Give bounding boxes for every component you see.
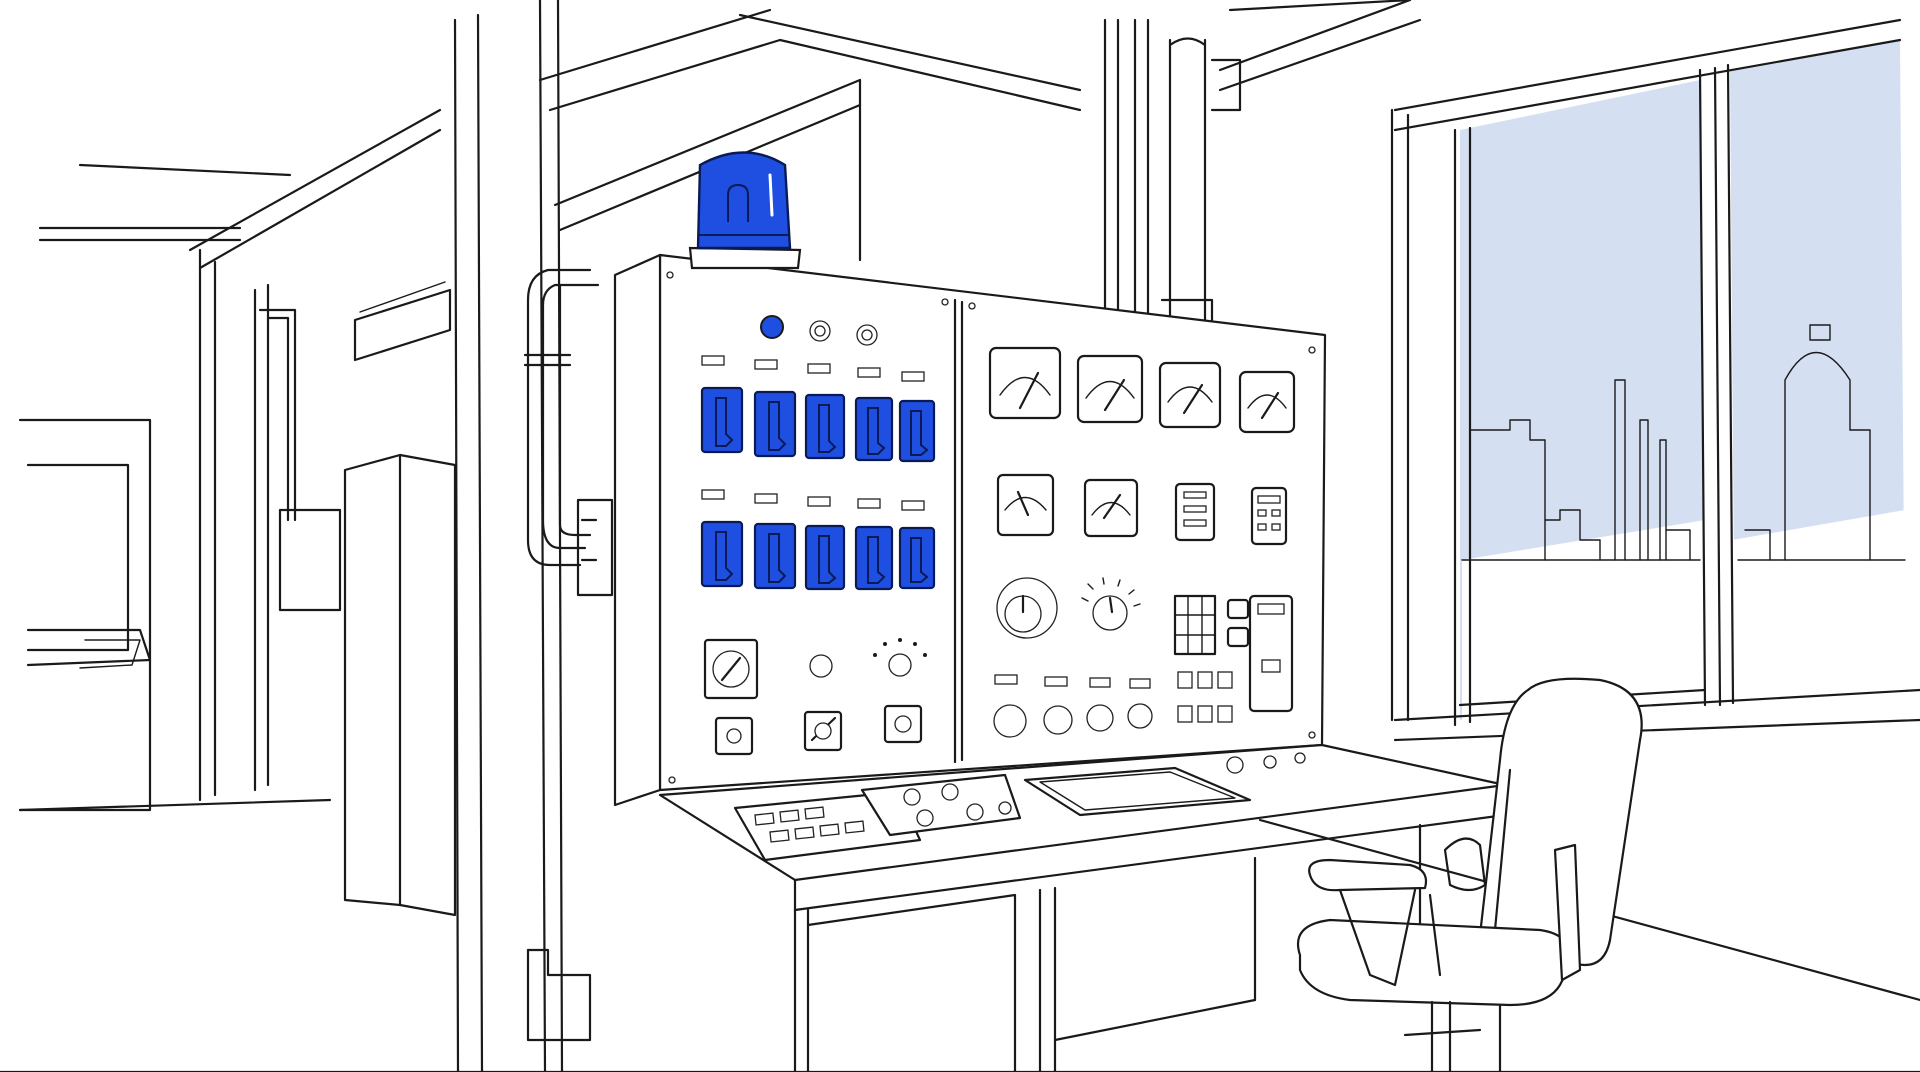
lower-left-controls [703, 638, 927, 756]
support-pillar [453, 0, 614, 1072]
indicator-light-blue [760, 315, 784, 339]
label-strips-row-1 [701, 355, 925, 382]
analog-gauge-icon [1083, 478, 1139, 538]
keypad-area [1173, 594, 1294, 723]
toggle-switch-icon [898, 399, 936, 463]
gauge-row-small [996, 473, 1288, 546]
analog-gauge-icon [1238, 370, 1296, 434]
beacon-light-icon [688, 151, 802, 270]
toggle-switch-icon [700, 520, 744, 588]
window [1393, 18, 1920, 742]
toggle-switch-icon [898, 526, 936, 590]
analog-gauge-icon [988, 346, 1062, 420]
factory-skyline-icon [1461, 324, 1906, 561]
office-chair-icon [1297, 677, 1643, 1072]
toggle-switch-icon [854, 396, 894, 462]
toggle-switch-icon [700, 386, 744, 454]
bottom-knob-row [993, 674, 1153, 738]
label-strips-row-2 [701, 489, 925, 511]
rotary-knob-icon [1081, 577, 1141, 631]
analog-gauge-icon [1158, 361, 1222, 429]
toggle-switch-row-1 [700, 386, 936, 463]
analog-gauge-icon [1076, 354, 1144, 424]
toggle-switch-row-2 [700, 520, 936, 591]
gauge-row-large [988, 346, 1296, 434]
toggle-switch-icon [804, 393, 846, 460]
toggle-switch-icon [753, 522, 797, 590]
analog-gauge-icon [996, 473, 1055, 537]
toggle-switch-icon [854, 525, 894, 591]
rotary-knob-group [996, 577, 1141, 639]
toggle-switch-icon [753, 390, 797, 458]
control-console [613, 253, 1507, 1072]
rotary-knob-icon [996, 577, 1058, 639]
toggle-switch-icon [804, 524, 846, 591]
